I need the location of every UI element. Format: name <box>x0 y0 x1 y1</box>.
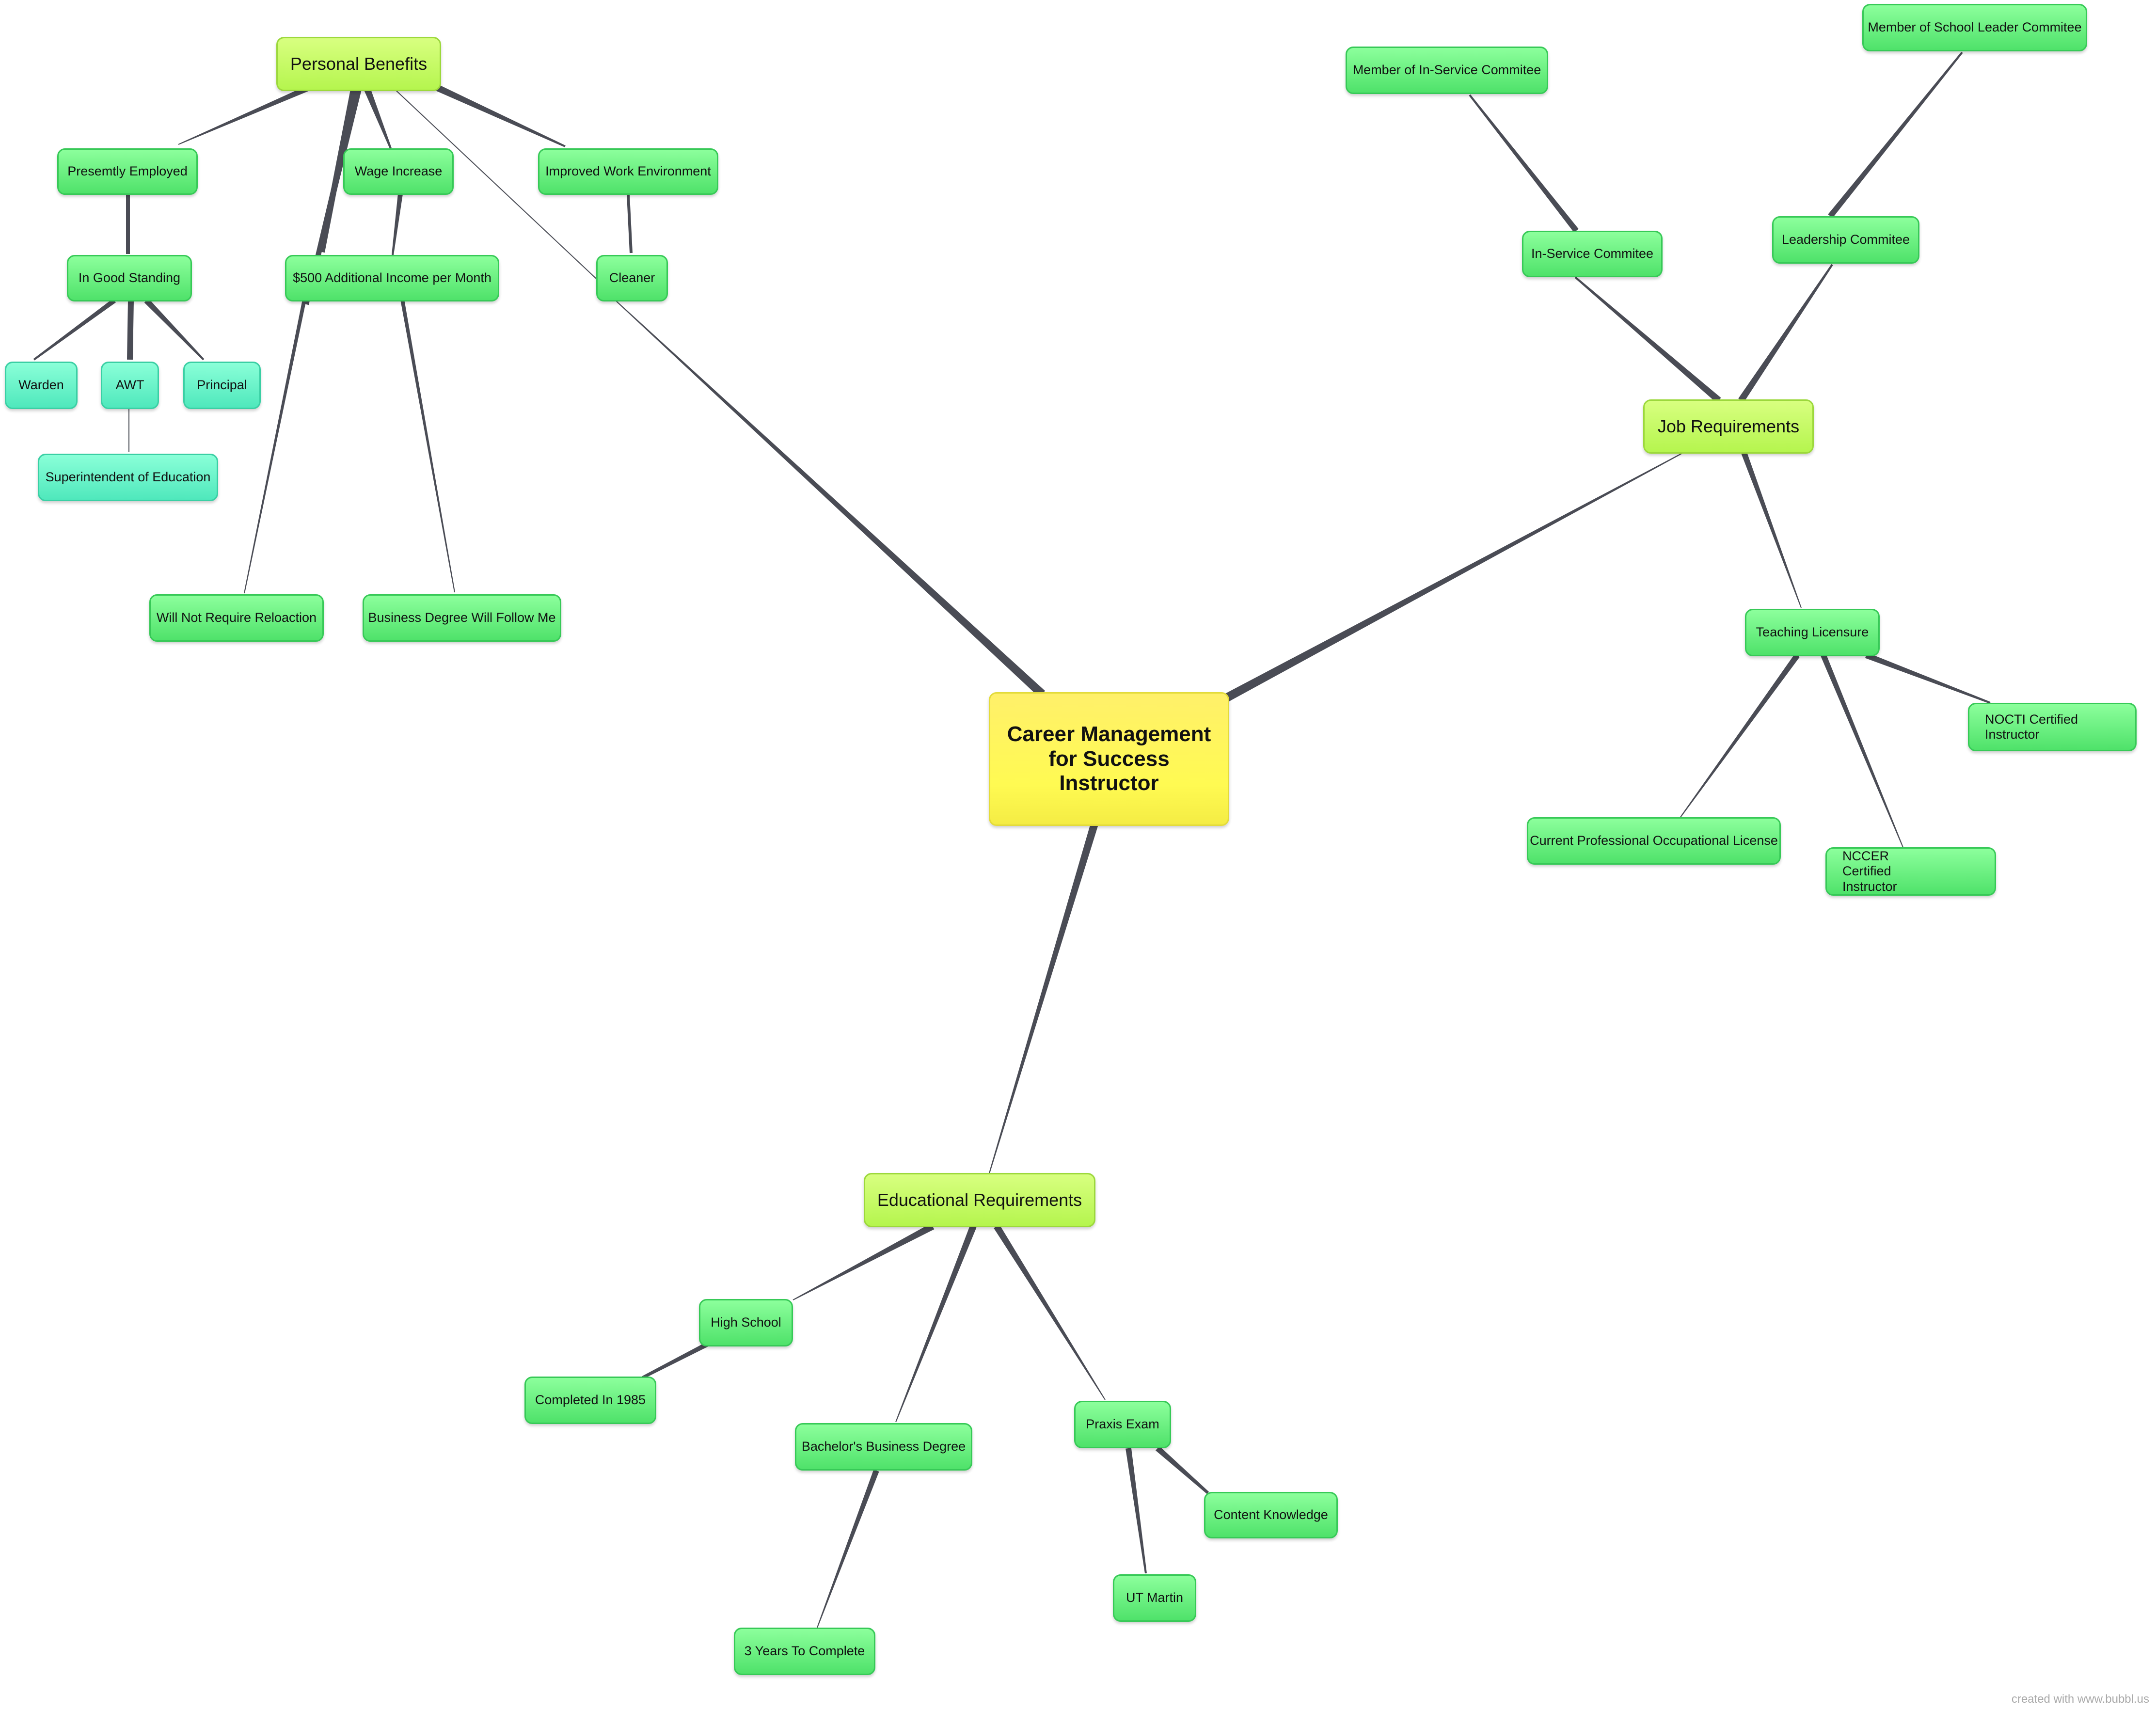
completed-1985-node[interactable]: Completed In 1985 <box>524 1377 656 1424</box>
member-inservice-node[interactable]: Member of In-Service Commitee <box>1346 47 1548 94</box>
degree-follow-node[interactable]: Business Degree Will Follow Me <box>363 594 561 642</box>
bachelors-degree-node[interactable]: Bachelor's Business Degree <box>795 1423 972 1471</box>
improved-work-environment-label: Improved Work Environment <box>545 164 711 179</box>
superintendent-node[interactable]: Superintendent of Education <box>38 454 218 501</box>
bachelors-degree-label: Bachelor's Business Degree <box>801 1439 966 1454</box>
link-praxis-content <box>1156 1446 1209 1494</box>
awt-label: AWT <box>115 378 144 393</box>
inservice-label: In-Service Commitee <box>1531 246 1654 261</box>
link-job-inservice <box>1574 276 1721 403</box>
occupational-license-label: Current Professional Occupational Licens… <box>1530 833 1778 848</box>
principal-node[interactable]: Principal <box>183 362 261 409</box>
cleaner-label: Cleaner <box>609 270 655 285</box>
praxis-exam-label: Praxis Exam <box>1086 1417 1159 1432</box>
nccer-node[interactable]: NCCER Certified Instructor <box>1825 847 1996 896</box>
link-job-leadership <box>1738 264 1833 402</box>
leadership-label: Leadership Commitee <box>1781 232 1910 247</box>
presently-employed-node[interactable]: Presemtly Employed <box>57 148 198 195</box>
link-leadership-member <box>1828 51 1963 218</box>
teaching-licensure-node[interactable]: Teaching Licensure <box>1745 609 1880 656</box>
additional-income-label: $500 Additional Income per Month <box>293 270 491 285</box>
link-praxis-utmartin <box>1126 1448 1147 1574</box>
in-good-standing-node[interactable]: In Good Standing <box>67 255 192 301</box>
superintendent-label: Superintendent of Education <box>45 470 211 485</box>
link-benefits-cleaner-thin <box>392 87 620 301</box>
link-income-degree <box>400 299 455 593</box>
in-good-standing-label: In Good Standing <box>78 270 181 285</box>
ut-martin-label: UT Martin <box>1126 1590 1184 1605</box>
leadership-node[interactable]: Leadership Commitee <box>1772 216 1919 264</box>
inservice-node[interactable]: In-Service Commitee <box>1522 231 1663 277</box>
member-inservice-label: Member of In-Service Commitee <box>1352 63 1541 78</box>
link-edu-highschool <box>793 1223 935 1300</box>
praxis-exam-node[interactable]: Praxis Exam <box>1074 1401 1171 1448</box>
central-node-label: Career Management for Success Instructor <box>1007 722 1211 795</box>
nocti-node[interactable]: NOCTI Certified Instructor <box>1968 703 2137 751</box>
occupational-license-node[interactable]: Current Professional Occupational Licens… <box>1527 817 1781 865</box>
presently-employed-label: Presemtly Employed <box>67 164 188 179</box>
nccer-label: NCCER Certified Instructor <box>1842 849 1897 894</box>
wage-increase-node[interactable]: Wage Increase <box>343 148 454 195</box>
link-environment-cleaner <box>627 194 633 253</box>
link-standing-warden <box>33 299 116 361</box>
central-node[interactable]: Career Management for Success Instructor <box>989 692 1229 826</box>
ut-martin-node[interactable]: UT Martin <box>1113 1574 1196 1622</box>
link-benefits-presently <box>178 84 312 145</box>
no-relocation-node[interactable]: Will Not Require Reloaction <box>149 594 324 642</box>
high-school-label: High School <box>711 1315 781 1330</box>
link-benefits-relocation <box>304 86 362 305</box>
warden-label: Warden <box>18 378 64 393</box>
link-benefits-wage <box>363 86 392 149</box>
three-years-label: 3 Years To Complete <box>744 1644 865 1659</box>
principal-label: Principal <box>197 378 247 393</box>
link-highschool-1985 <box>642 1342 708 1379</box>
content-knowledge-label: Content Knowledge <box>1214 1507 1328 1522</box>
nocti-label: NOCTI Certified Instructor <box>1985 712 2078 742</box>
link-income-relocation <box>244 299 306 594</box>
completed-1985-label: Completed In 1985 <box>535 1393 646 1408</box>
warden-node[interactable]: Warden <box>5 362 78 409</box>
teaching-licensure-label: Teaching Licensure <box>1756 625 1869 640</box>
educational-requirements-label: Educational Requirements <box>877 1190 1082 1210</box>
link-inservice-member <box>1469 94 1579 233</box>
link-edu-bachelors <box>895 1225 977 1423</box>
no-relocation-label: Will Not Require Reloaction <box>156 610 317 625</box>
link-central-cleaner <box>615 300 1046 697</box>
personal-benefits-node[interactable]: Personal Benefits <box>276 37 441 91</box>
wage-increase-label: Wage Increase <box>354 164 443 179</box>
link-wage-income <box>392 193 403 255</box>
link-licensure-nocti <box>1865 652 1991 704</box>
link-standing-principal <box>144 298 205 361</box>
link-edu-praxis <box>994 1224 1106 1400</box>
link-licensure-occupational <box>1679 653 1800 820</box>
improved-work-environment-node[interactable]: Improved Work Environment <box>538 148 718 195</box>
footer-credit: created with www.bubbl.us <box>2011 1693 2149 1706</box>
link-standing-awt <box>127 300 134 360</box>
link-awt-superintendent <box>128 409 129 452</box>
link-central-education <box>988 823 1098 1175</box>
link-bachelors-3years <box>817 1469 879 1628</box>
job-requirements-node[interactable]: Job Requirements <box>1643 399 1814 454</box>
degree-follow-label: Business Degree Will Follow Me <box>368 610 556 625</box>
link-central-job <box>1224 450 1687 702</box>
link-presently-standing <box>126 195 130 254</box>
cleaner-node[interactable]: Cleaner <box>596 255 668 301</box>
link-benefits-environment <box>435 84 566 147</box>
three-years-node[interactable]: 3 Years To Complete <box>734 1628 875 1675</box>
personal-benefits-label: Personal Benefits <box>290 54 428 74</box>
awt-node[interactable]: AWT <box>101 362 159 409</box>
high-school-node[interactable]: High School <box>699 1299 793 1346</box>
member-school-leader-node[interactable]: Member of School Leader Commitee <box>1862 4 2087 51</box>
job-requirements-label: Job Requirements <box>1657 416 1800 437</box>
additional-income-node[interactable]: $500 Additional Income per Month <box>285 255 499 301</box>
link-job-licensure <box>1741 451 1802 608</box>
content-knowledge-node[interactable]: Content Knowledge <box>1204 1492 1338 1538</box>
link-licensure-nccer <box>1821 654 1903 848</box>
educational-requirements-node[interactable]: Educational Requirements <box>864 1173 1095 1227</box>
member-school-leader-label: Member of School Leader Commitee <box>1868 20 2082 35</box>
